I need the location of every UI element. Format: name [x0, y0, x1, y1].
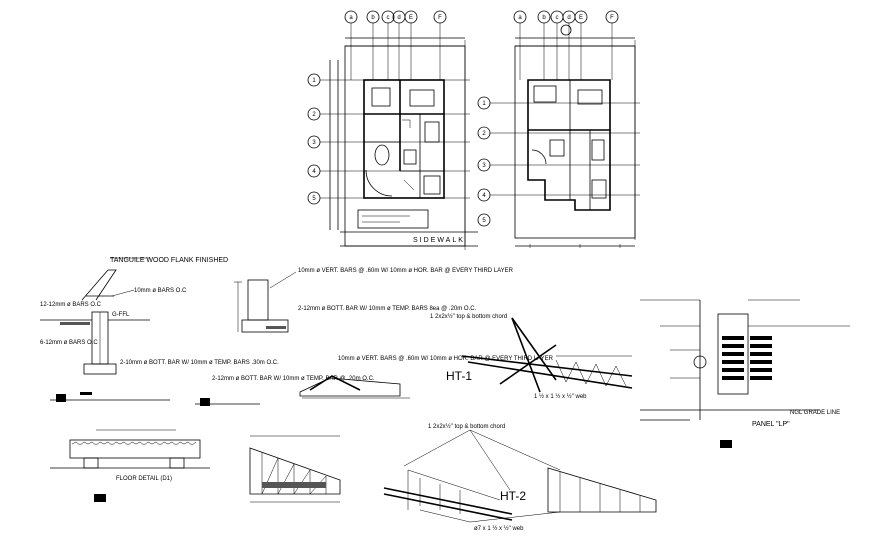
grid-row-1: 1 [482, 101, 486, 107]
grid-row-2: 2 [482, 131, 486, 137]
truss-ht1: HT-1 1 2x2x½" top & bottom chord 1 ½ x 1… [430, 313, 633, 400]
plan1-grid-columns: a b c d E F [344, 10, 466, 250]
meter-icon [693, 355, 707, 369]
floor-detail-caption: FLOOR DETAIL (D1) [116, 476, 172, 482]
grid-col-c: c [387, 15, 390, 21]
slab-vert-bars-note: 10mm ø VERT. BARS @ .60m W/ 10mm ø HOR. … [338, 356, 554, 362]
flank-left-note: 12-12mm ø BARS O.C [40, 302, 102, 308]
grid-col-b: b [542, 15, 546, 21]
detail-wall-footing: 10mm ø VERT. BARS @ .60m W/ 10mm ø HOR. … [234, 268, 514, 333]
slab-left-note: 2-12mm ø BOTT. BAR W/ 10mm ø TEMP. BAR @… [212, 376, 375, 382]
grid-col-e: E [409, 15, 413, 21]
detail-wood-flank: TANGUILE WOOD FLANK FINISHED 10mm ø BARS… [40, 257, 279, 402]
grid-col-a: a [349, 15, 353, 21]
floor-plan-ground: a b c d E F 1 2 3 4 5 [307, 10, 478, 250]
truss-ht1-web-note: 1 ½ x 1 ½ x ½" web [534, 393, 587, 400]
plan1-grid-rows: 1 2 3 4 5 [307, 60, 470, 230]
flank-bars-note: 10mm ø BARS O.C [134, 288, 187, 294]
grid-row-3: 3 [482, 163, 486, 169]
grid-row-1: 1 [312, 78, 316, 84]
electrical-riser-diagram: NGL GRADE LINE PANEL "LP" [640, 299, 850, 448]
plan2-walls [527, 79, 611, 211]
flank-bottom-note-1: 6-12mm ø BARS O.C [40, 340, 98, 346]
wall-bott-bar-note: 2-12mm ø BOTT. BAR W/ 10mm ø TEMP. BARS … [298, 306, 477, 312]
floor-plan-second: a b c d E F 1 2 3 4 5 [477, 10, 640, 248]
flank-title: TANGUILE WOOD FLANK FINISHED [110, 257, 228, 264]
truss-ht1-label: HT-1 [446, 369, 472, 383]
flank-ffl-note: G-FFL [112, 312, 130, 318]
detail-floor-d1: FLOOR DETAIL (D1) [50, 429, 210, 502]
truss-ht1-chord-note: 1 2x2x½" top & bottom chord [430, 313, 507, 320]
grid-col-e: E [579, 15, 583, 21]
sidewalk-label: SIDEWALK [413, 237, 465, 244]
grade-line-label: NGL GRADE LINE [790, 410, 840, 416]
truss-ht2: HT-2 1 2x2x½" top & bottom chord ø7 x 1 … [383, 423, 657, 532]
plan1-walls [364, 80, 444, 198]
grid-row-2: 2 [312, 112, 316, 118]
plan1-caption-block [357, 209, 429, 229]
grid-col-d: d [397, 15, 400, 21]
plan2-grid-rows: 1 2 3 4 5 [477, 96, 640, 227]
grid-col-f: F [438, 15, 442, 21]
panel-lp-label: PANEL "LP" [752, 421, 790, 428]
grid-row-4: 4 [312, 169, 316, 175]
plan2-lot-boundary [514, 45, 636, 239]
grid-col-a: a [518, 15, 522, 21]
grid-col-f: F [610, 15, 614, 21]
grid-col-b: b [371, 15, 375, 21]
breaker-stack [722, 336, 772, 380]
truss-ht2-chord-note: 1 2x2x½" top & bottom chord [428, 423, 505, 430]
grid-row-4: 4 [482, 193, 486, 199]
truss-elevation-small [249, 435, 341, 503]
sidewalk-strip: SIDEWALK [340, 231, 478, 247]
grid-row-3: 3 [312, 140, 316, 146]
grid-col-d: d [567, 15, 570, 21]
truss-ht2-web-note: ø7 x 1 ½ x ½" web [474, 525, 524, 532]
truss-ht2-label: HT-2 [500, 489, 526, 503]
detail-slab-ramp: 10mm ø VERT. BARS @ .60m W/ 10mm ø HOR. … [195, 356, 554, 406]
grid-row-5: 5 [312, 196, 316, 202]
flank-bottom-note-2: 2-10mm ø BOTT. BAR W/ 10mm ø TEMP. BARS … [120, 360, 279, 366]
grid-row-5: 5 [482, 218, 486, 224]
plan1-building-outline [363, 79, 445, 199]
grid-col-c: c [556, 15, 559, 21]
wall-vert-bars-note: 10mm ø VERT. BARS @ .60m W/ 10mm ø HOR. … [298, 268, 514, 274]
